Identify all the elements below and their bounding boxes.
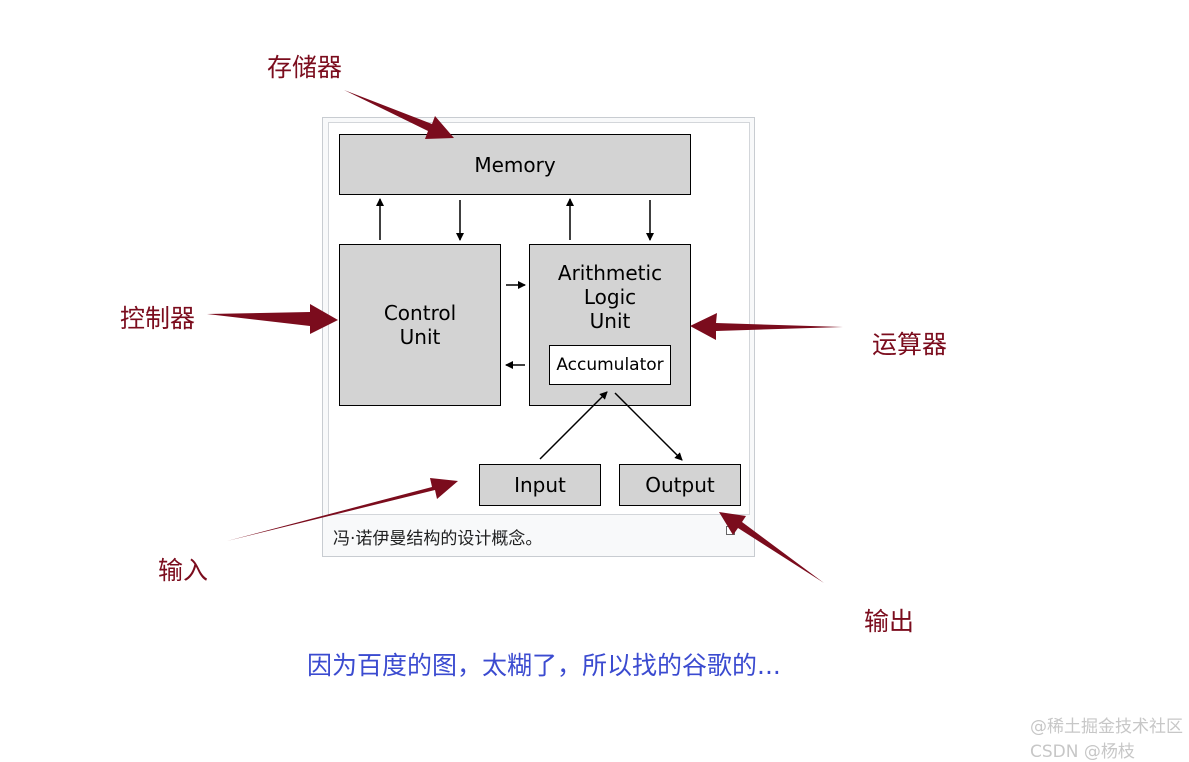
- arrow-to-control-unit: [207, 304, 338, 334]
- storage-label: 存储器: [267, 53, 343, 82]
- arrow-to-output: [719, 512, 824, 583]
- arrow-to-memory: [344, 90, 454, 139]
- note-text: 因为百度的图，太糊了，所以找的谷歌的...: [307, 651, 781, 680]
- accumulator-box: Accumulator: [549, 345, 671, 385]
- alu-cn-label: 运算器: [872, 330, 948, 359]
- figure-caption: 冯·诺伊曼结构的设计概念。: [333, 529, 543, 549]
- output-cn-label: 输出: [864, 607, 915, 636]
- arrow-to-alu: [690, 313, 843, 340]
- connector-layer: [207, 90, 843, 583]
- annotation-arrows: [207, 90, 843, 583]
- arrow-to-input: [227, 478, 458, 541]
- input-cn-label: 输入: [158, 556, 209, 585]
- input-box: Input: [479, 464, 601, 506]
- controller-label: 控制器: [120, 304, 196, 333]
- watermark: @稀土掘金技术社区 CSDN @杨枝: [1030, 717, 1183, 762]
- arrow-input-to-accumulator: [539, 391, 608, 460]
- memory-box: Memory: [339, 134, 691, 195]
- control-unit-box: Control Unit: [339, 244, 501, 406]
- output-box: Output: [619, 464, 741, 506]
- arrow-accumulator-to-output: [614, 392, 683, 461]
